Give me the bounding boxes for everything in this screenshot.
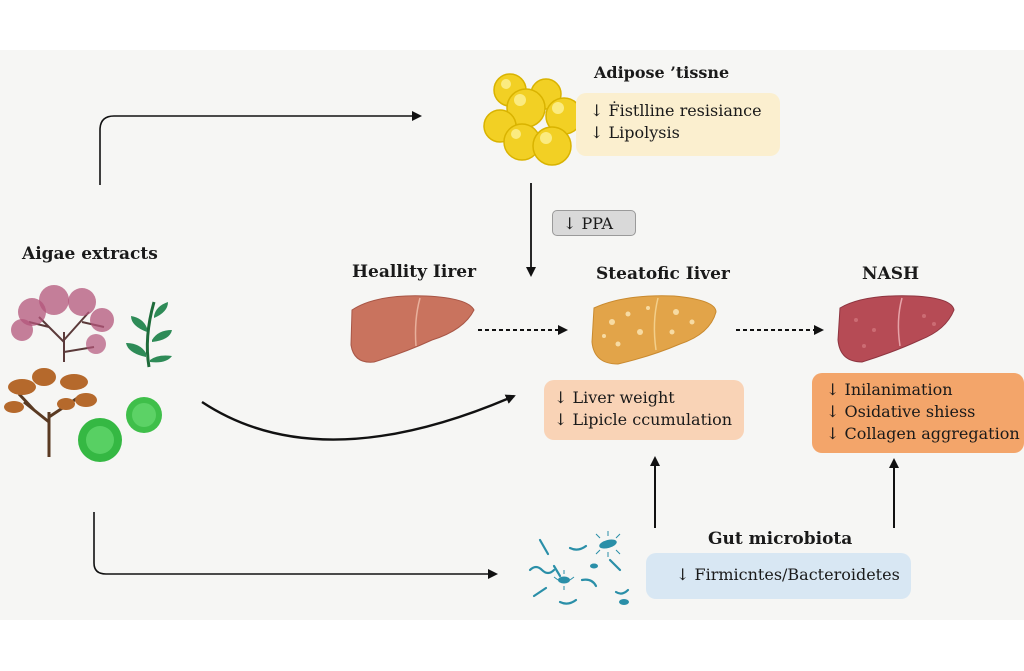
- green-seaweed-icon: [126, 301, 172, 368]
- liver-effect-1: ↓ Liver weight: [554, 388, 675, 407]
- gut-microbiota-title: Gut microbiota: [708, 529, 853, 549]
- red-algae-icon: [28, 311, 105, 362]
- bacteria-icon: [528, 531, 630, 605]
- arrow-algae-to-adipose: [99, 111, 422, 185]
- healthy-liver-label: Heallity Iirer: [352, 262, 477, 282]
- adipose-effect-1: ↓ Ḟistlline resisiance: [590, 101, 762, 120]
- algae-extracts-label: Aigae extracts: [22, 244, 158, 264]
- green-algae-cells-icon: [78, 397, 162, 462]
- nash-effect-1: ↓ Inilanimation: [826, 380, 953, 399]
- arrow-algae-to-liver-curve: [201, 394, 516, 441]
- healthy-liver-icon: [350, 295, 475, 363]
- adipose-effect-2: ↓ Lipolysis: [590, 123, 680, 142]
- nash-label: NASH: [862, 264, 920, 284]
- steatotic-liver-icon: [591, 295, 717, 365]
- brown-kelp-icon: [4, 368, 97, 457]
- gut-effect-box: ↓ Firmicntes/Bacteroidetes: [646, 553, 911, 599]
- arrow-algae-to-gut: [93, 512, 498, 579]
- algae-illustration: [4, 285, 172, 462]
- nash-effects-box: ↓ Inilanimation ↓ Osidative shiess ↓ Col…: [812, 373, 1024, 453]
- adipose-effects-box: ↓ Ḟistlline resisiance ↓ Lipolysis: [576, 93, 780, 156]
- liver-effect-2: ↓ Lipicle ccumulation: [554, 410, 733, 429]
- nash-effect-2: ↓ Osidative shiess: [826, 402, 976, 421]
- adipose-tissue-title: Adipose ’tissne: [594, 63, 730, 82]
- nash-effect-3: ↓ Collagen aggregation: [826, 424, 1020, 443]
- nash-liver-icon: [837, 295, 955, 363]
- red-algae-foliage: [11, 285, 114, 354]
- steatotic-liver-effects-box: ↓ Liver weight ↓ Lipicle ccumulation: [544, 380, 744, 440]
- ppa-badge: ↓ PPA: [552, 210, 636, 236]
- steatotic-liver-label: Steatofic Iiver: [596, 264, 730, 284]
- adipose-cells-icon: [483, 73, 583, 166]
